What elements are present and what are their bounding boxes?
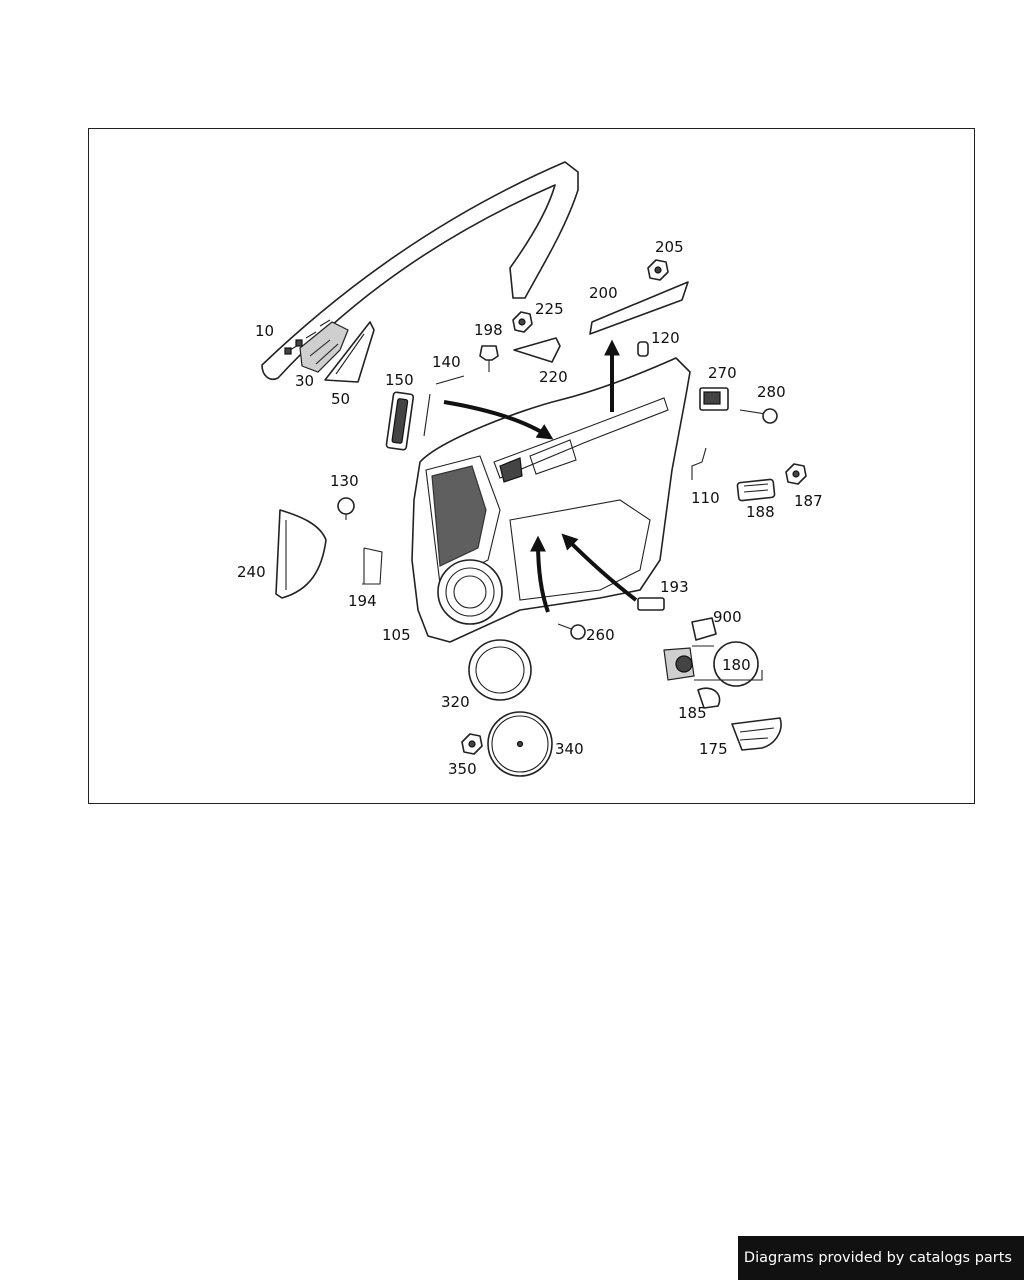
callout-193: 193	[660, 578, 689, 596]
callout-198: 198	[474, 321, 503, 339]
part-140-rod	[423, 375, 465, 437]
callout-240: 240	[237, 563, 266, 581]
callout-280: 280	[757, 383, 786, 401]
assembly-arrows	[443, 339, 638, 613]
callout-labels: 10 30 50 105 110 120 130 140 150 175 180…	[237, 238, 823, 778]
callout-30: 30	[295, 372, 314, 390]
part-175-courtesy-lamp	[731, 717, 782, 751]
callout-340: 340	[555, 740, 584, 758]
part-320-speaker-ring	[468, 639, 532, 701]
part-900-label	[691, 617, 717, 641]
callout-220: 220	[539, 368, 568, 386]
callout-120: 120	[651, 329, 680, 347]
callout-225: 225	[535, 300, 564, 318]
part-280-screw	[739, 408, 778, 424]
part-205-nut	[647, 259, 669, 281]
part-130-clip	[337, 497, 355, 520]
callout-10: 10	[255, 322, 274, 340]
part-120-plug	[637, 341, 649, 357]
callout-260: 260	[586, 626, 615, 644]
callout-194: 194	[348, 592, 377, 610]
part-240-side-cover	[275, 509, 327, 599]
part-105-door-panel	[411, 357, 691, 643]
part-30-mirror-mount	[299, 321, 349, 373]
callout-110: 110	[691, 489, 720, 507]
callout-185: 185	[678, 704, 707, 722]
callout-205: 205	[655, 238, 684, 256]
callout-188: 188	[746, 503, 775, 521]
part-150-pull-handle	[385, 391, 415, 451]
callout-187: 187	[794, 492, 823, 510]
callout-175: 175	[699, 740, 728, 758]
callout-140: 140	[432, 353, 461, 371]
callout-50: 50	[331, 390, 350, 408]
callout-350: 350	[448, 760, 477, 778]
part-110-bracket	[691, 447, 707, 480]
callout-900: 900	[713, 608, 742, 626]
callout-130: 130	[330, 472, 359, 490]
part-188-vent	[736, 478, 776, 502]
callout-180: 180	[722, 656, 751, 674]
callout-270: 270	[708, 364, 737, 382]
part-270-switch	[699, 387, 729, 411]
part-220-wedge	[513, 337, 561, 363]
callout-105: 105	[382, 626, 411, 644]
callout-200: 200	[589, 284, 618, 302]
part-193-clip	[637, 597, 665, 611]
part-187-nut	[785, 463, 807, 485]
part-180-lamp-assembly	[663, 641, 763, 687]
part-198-clip	[479, 345, 499, 372]
part-340-speaker	[487, 711, 553, 777]
part-260-screw	[557, 623, 586, 640]
part-50-triangle-cover	[324, 321, 375, 383]
callout-150: 150	[385, 371, 414, 389]
callout-320: 320	[441, 693, 470, 711]
part-185-bulb	[697, 687, 721, 709]
part-350-nut	[461, 733, 483, 755]
credit-footer: Diagrams provided by catalogs parts	[738, 1236, 1024, 1280]
part-200-strip	[589, 281, 689, 335]
part-194-bracket	[362, 547, 383, 585]
part-225-nut	[512, 311, 533, 333]
